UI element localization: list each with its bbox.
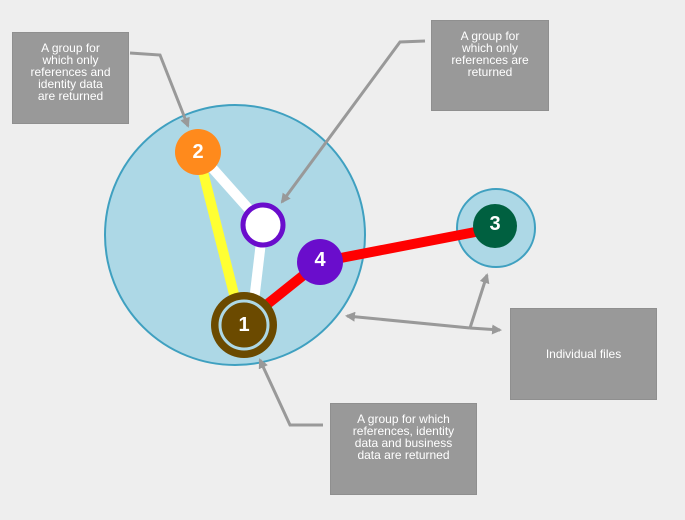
node-0-label: 0 — [257, 214, 268, 236]
callout-refs-and-identity: A group for which only references and id… — [12, 32, 129, 124]
link-2-1 — [193, 150, 245, 320]
node-1-label: 1 — [238, 314, 249, 336]
node-4-label: 4 — [314, 249, 326, 271]
arrow-to-node-1 — [258, 358, 323, 427]
node-0[interactable]: 0 — [240, 202, 286, 248]
arrow-to-node-0 — [280, 39, 426, 204]
node-4[interactable]: 4 — [297, 239, 343, 285]
node-3[interactable]: 3 — [473, 204, 517, 248]
node-3-label: 3 — [489, 213, 500, 235]
callout-individual-files: Individual files — [510, 308, 657, 400]
callout-refs-only-text: A group for which only references are re… — [451, 29, 529, 79]
arrow-to-node-2 — [129, 51, 190, 128]
link-4-3 — [319, 223, 497, 267]
node-1[interactable]: 1 — [211, 292, 277, 358]
node-2[interactable]: 2 — [175, 129, 221, 175]
callout-refs-identity-business-text: A group for which references, identity d… — [352, 412, 455, 462]
callout-refs-only: A group for which only references are re… — [431, 20, 549, 111]
callout-individual-files-text: Individual files — [545, 347, 622, 361]
callout-refs-and-identity-text: A group for which only references and id… — [30, 41, 111, 103]
arrow-to-large-group — [345, 311, 471, 330]
arrow-to-callout-files — [469, 324, 502, 335]
callout-refs-identity-business: A group for which references, identity d… — [330, 403, 477, 495]
group-circle-large — [104, 104, 366, 366]
arrow-to-node-3 — [468, 273, 490, 329]
node-2-label: 2 — [192, 141, 203, 163]
